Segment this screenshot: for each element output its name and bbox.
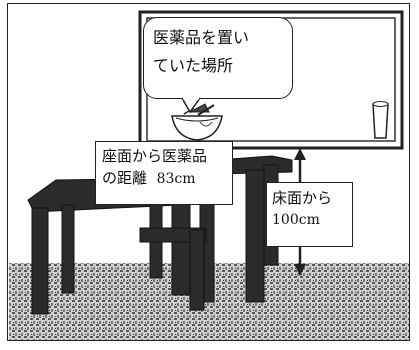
floor-label-line-1: 床面から [272,189,333,207]
seat-label-line-1: 座面から医薬品 [102,147,208,165]
seat-label-value: 83cm [156,171,196,187]
floor-label-line-2: 100cm [272,212,320,228]
floor-height-label: 床面から 100cm [266,182,353,247]
seat-distance-label: 座面から医薬品 の距離 83cm [95,141,233,205]
glass-icon [372,101,389,139]
callout-line-1: 医薬品を置い [153,28,250,47]
seat-label-line-2: の距離 83cm [102,167,226,190]
seat-label-text: の距離 [102,169,148,187]
medicine-location-callout: 医薬品を置い ていた場所 [143,17,293,99]
callout-line-2: ていた場所 [153,56,234,75]
